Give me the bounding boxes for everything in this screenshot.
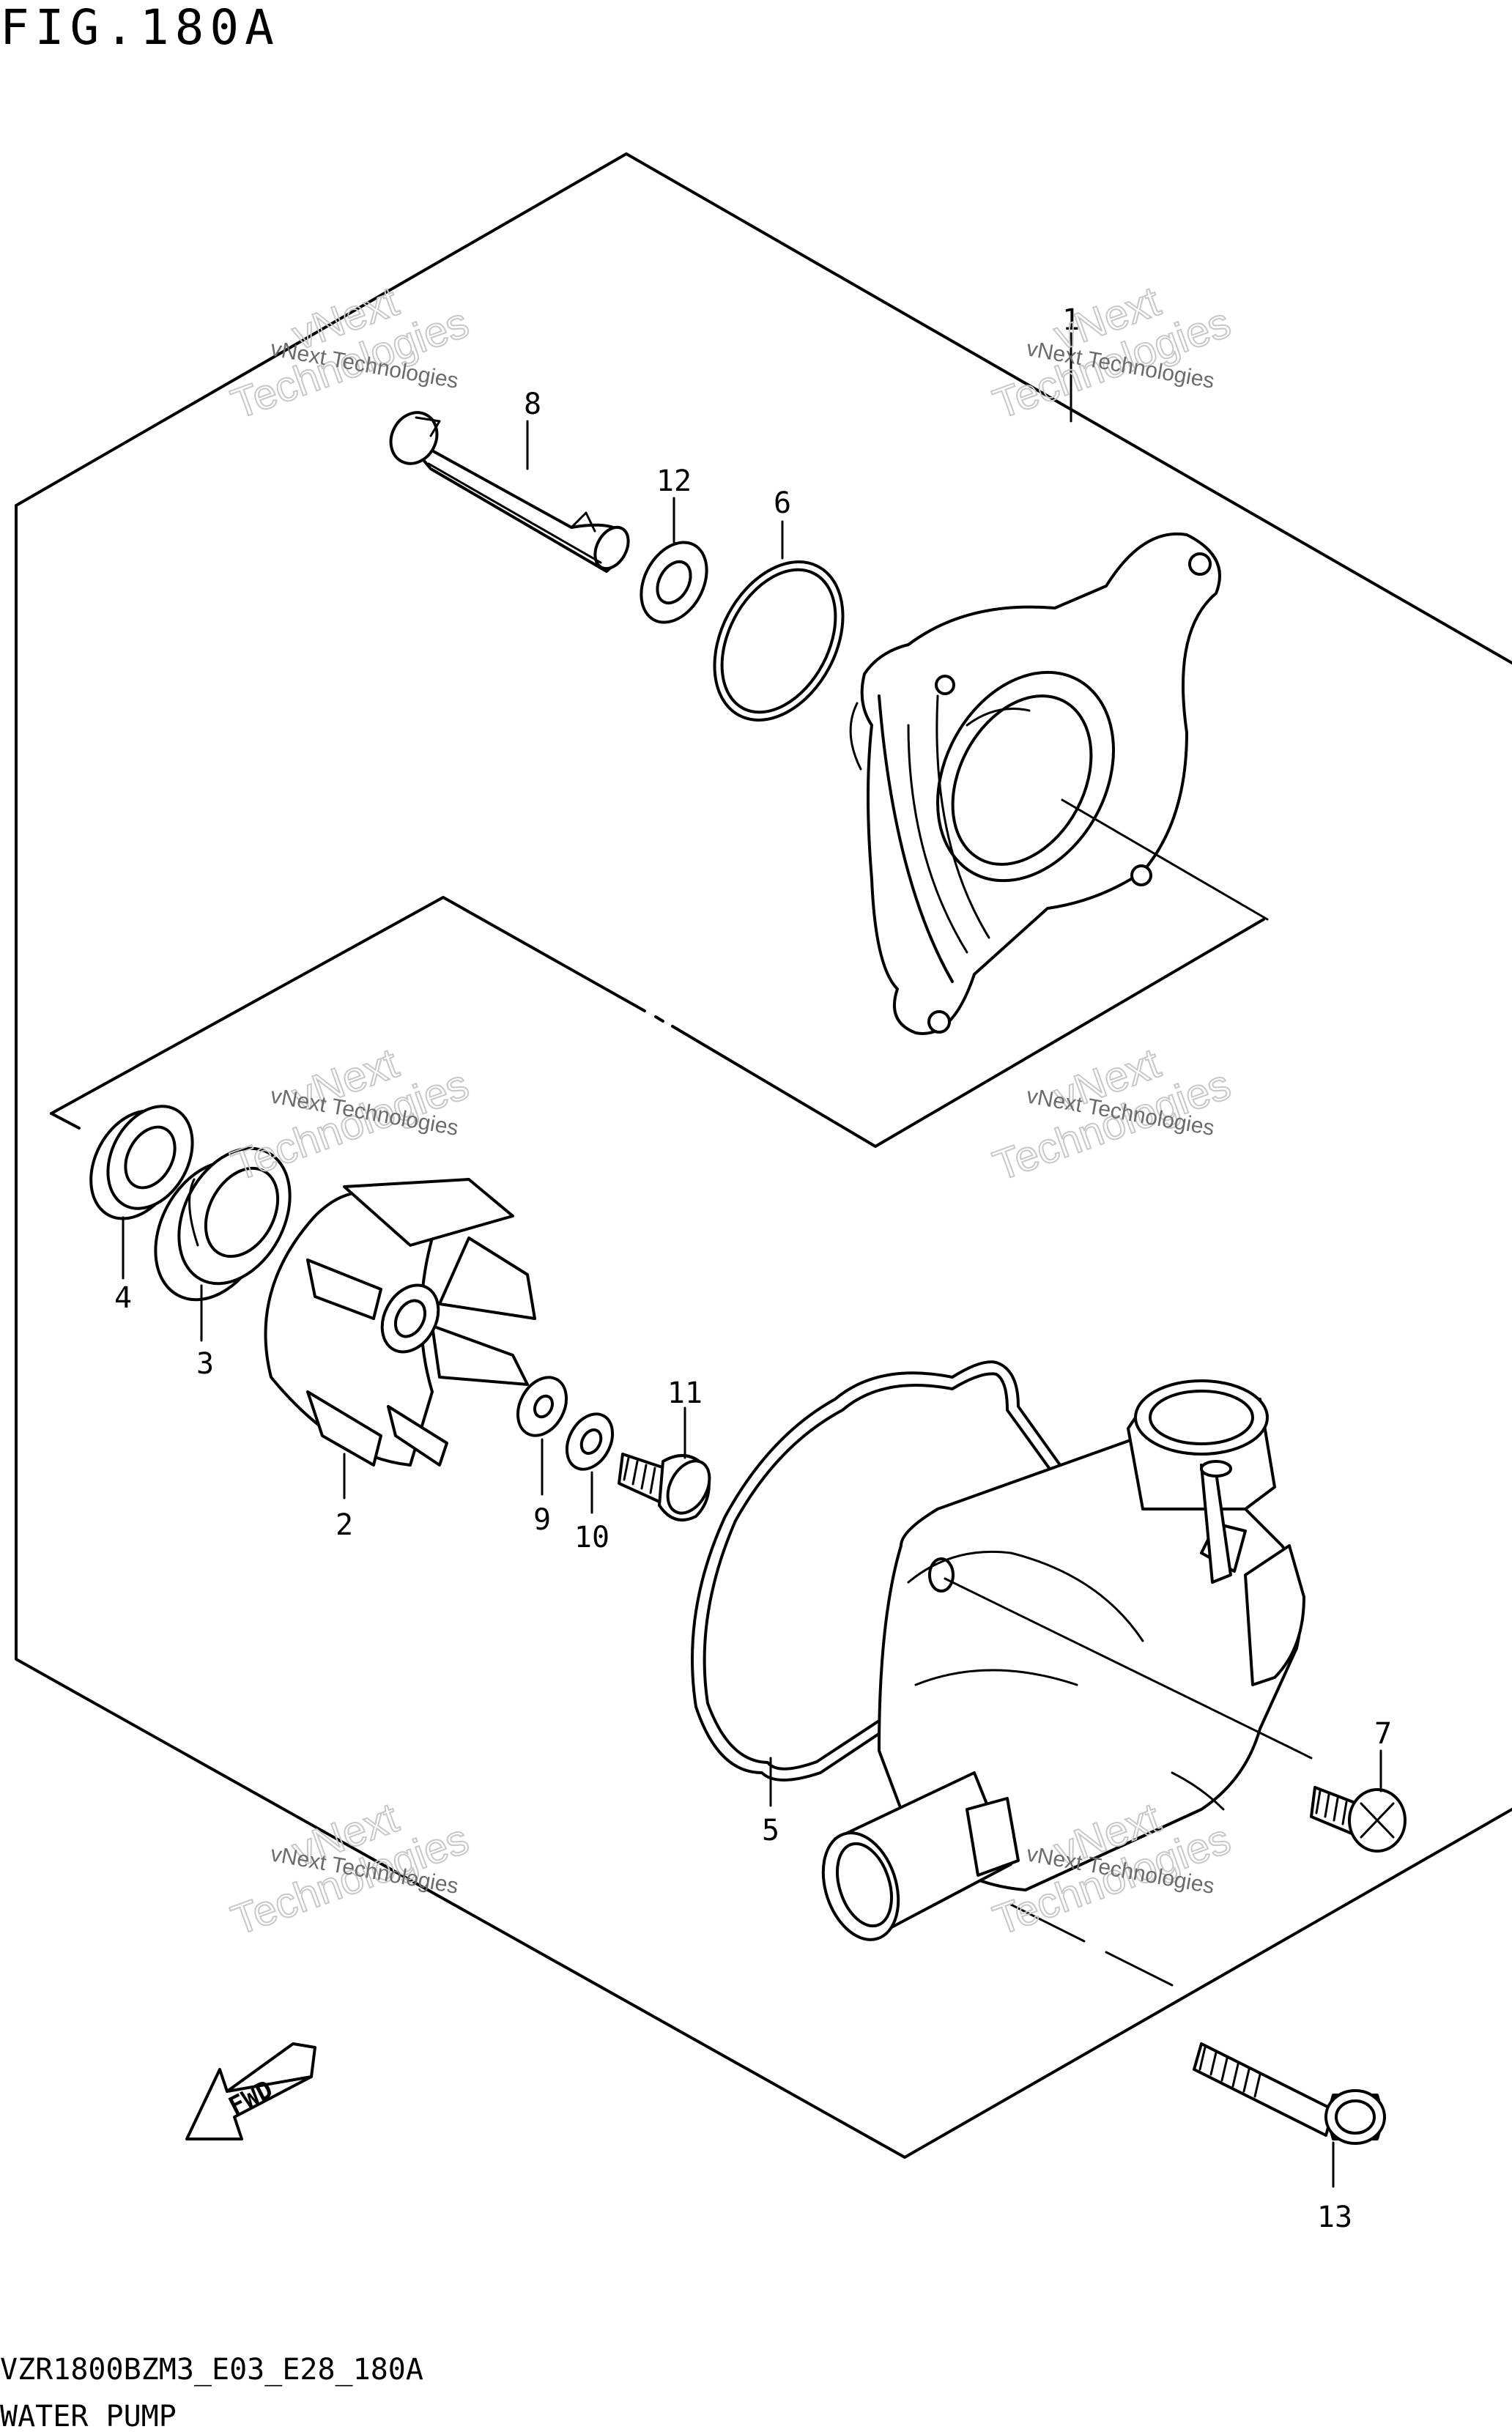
- callout-11: 11: [667, 1376, 703, 1410]
- mechanical-seal-part-3[interactable]: [133, 1130, 312, 1320]
- callout-12: 12: [656, 464, 692, 498]
- assembly-outline: [15, 152, 1512, 664]
- oil-seal-part-4[interactable]: [73, 1091, 210, 1234]
- callout-5: 5: [762, 1814, 779, 1847]
- callout-2: 2: [336, 1508, 353, 1542]
- shaft-part-8[interactable]: [382, 404, 635, 574]
- fwd-arrow-icon: FWD: [185, 2042, 316, 2140]
- pump-case: [821, 1379, 1305, 1941]
- figure-title: FIG.180A: [0, 0, 280, 56]
- leader-case-to-7: [944, 1577, 1298, 1752]
- figure-name: WATER PUMP: [0, 2400, 177, 2432]
- callout-13: 13: [1317, 2201, 1352, 2234]
- impeller-part-2[interactable]: [264, 1178, 536, 1467]
- callout-3: 3: [196, 1347, 214, 1381]
- callout-6: 6: [774, 486, 791, 520]
- washer-part-12[interactable]: [628, 531, 719, 634]
- leader-case-dash: [1295, 1749, 1313, 1760]
- callout-8: 8: [524, 388, 541, 421]
- cover-outline-right: [671, 918, 1265, 1148]
- leader-case-to-13-b: [1105, 1951, 1174, 1987]
- callout-7: 7: [1374, 1717, 1392, 1751]
- screw-part-7[interactable]: [1310, 1786, 1407, 1853]
- outline-dash: [654, 1015, 664, 1023]
- callout-10: 10: [574, 1521, 609, 1554]
- leader-case-to-13-a: [1009, 1903, 1086, 1943]
- callout-9: 9: [533, 1503, 551, 1537]
- callout-4: 4: [114, 1281, 132, 1315]
- figure-code: VZR1800BZM3_E03_E28_180A: [0, 2353, 423, 2387]
- cover-outline-link: [1061, 798, 1269, 921]
- bolt-part-11[interactable]: [618, 1453, 718, 1521]
- o-ring-part-6[interactable]: [689, 540, 869, 742]
- cover-subassembly-outline: [50, 896, 646, 1115]
- callout-1: 1: [1062, 303, 1080, 337]
- assembly-outline-lower: [15, 504, 1512, 2159]
- watermark-top-left: vNext Technologies: [225, 277, 475, 429]
- pump-cover-part-1[interactable]: [849, 532, 1221, 1035]
- bolt-part-13[interactable]: [1193, 2042, 1386, 2145]
- washer-part-9[interactable]: [508, 1369, 576, 1444]
- cover-outline-tick: [50, 1112, 81, 1130]
- washer-part-10[interactable]: [557, 1406, 621, 1478]
- watermark-top-right: vNext Technologies: [987, 277, 1237, 429]
